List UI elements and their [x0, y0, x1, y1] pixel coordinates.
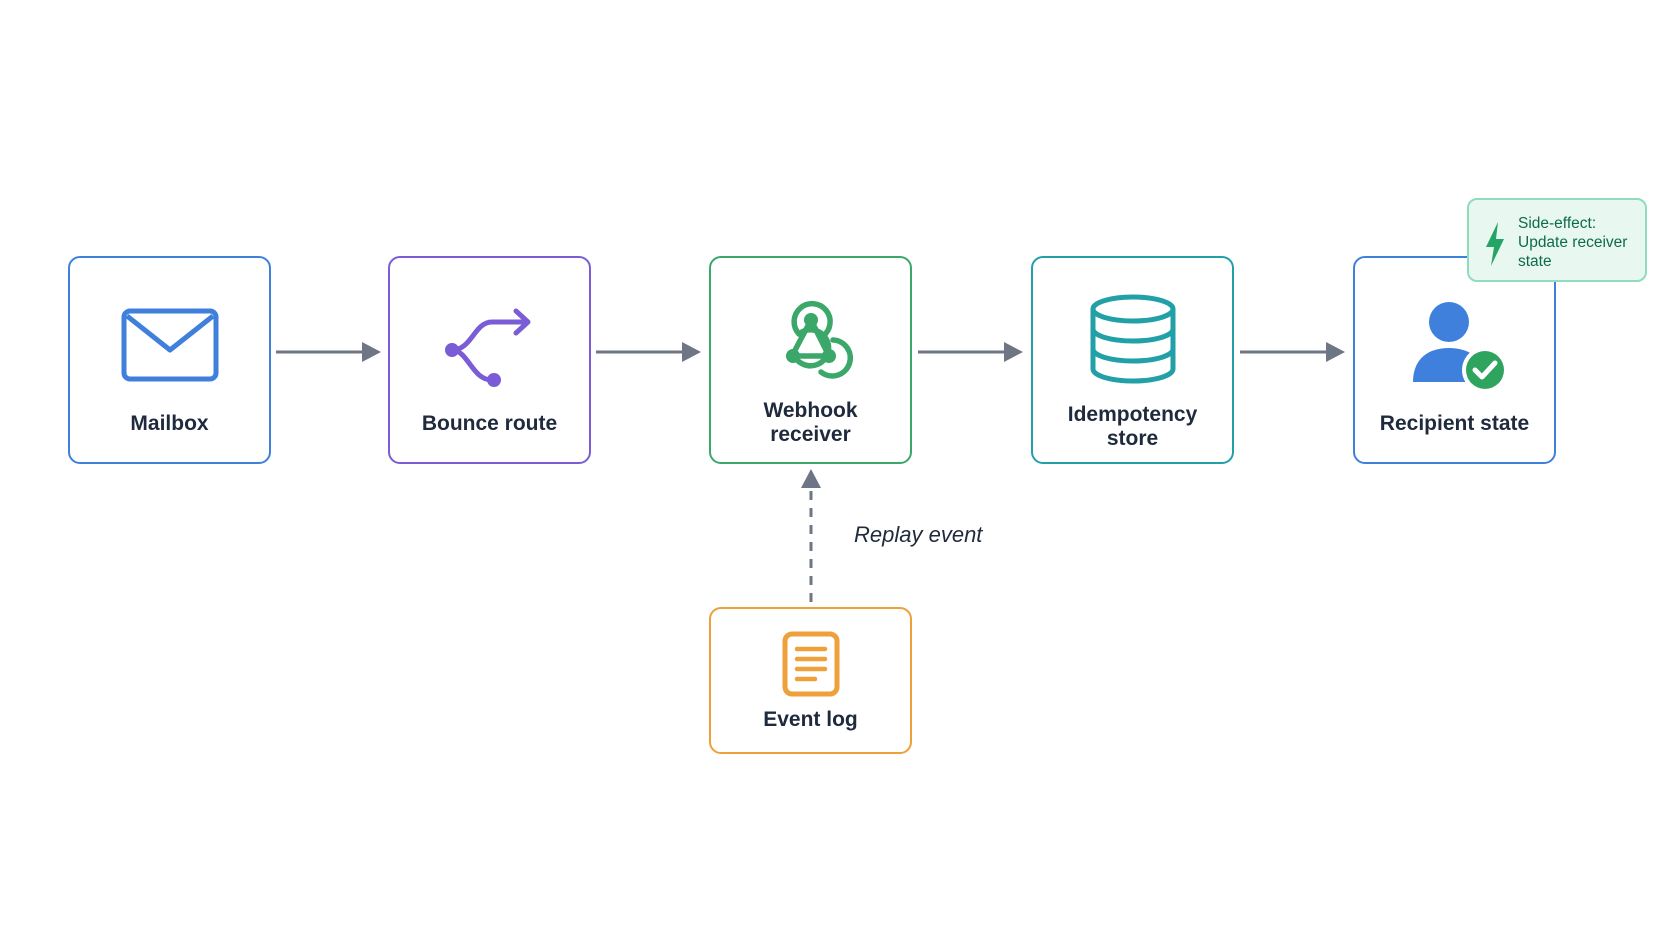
- arrow-bounce-to-webhook: [596, 342, 701, 362]
- node-label: Mailbox: [130, 412, 209, 435]
- arrow-replay-dashed: [801, 469, 821, 602]
- node-label: Idempotency store: [1067, 403, 1198, 450]
- replay-event-label: Replay event: [854, 522, 983, 547]
- arrow-store-to-recipient: [1240, 342, 1345, 362]
- database-icon: [1087, 293, 1179, 390]
- side-effect-callout: Side-effect: Update receiver state: [1467, 198, 1647, 282]
- node-label: Webhook receiver: [763, 399, 858, 446]
- arrow-mailbox-to-bounce: [276, 342, 381, 362]
- arrow-webhook-to-store: [918, 342, 1023, 362]
- node-webhook-receiver[interactable]: Webhook receiver: [709, 256, 912, 464]
- node-bounce-route[interactable]: Bounce route: [388, 256, 591, 464]
- callout-text: Side-effect: Update receiver state: [1518, 215, 1628, 270]
- node-event-log[interactable]: Event log: [709, 607, 912, 754]
- envelope-icon: [121, 308, 219, 387]
- lightning-icon: [1483, 220, 1507, 273]
- node-label: Event log: [763, 708, 858, 731]
- user-check-icon: [1409, 300, 1509, 401]
- node-label: Bounce route: [421, 412, 558, 435]
- node-mailbox[interactable]: Mailbox: [68, 256, 271, 464]
- node-label: Recipient state: [1379, 412, 1530, 435]
- branch-arrow-icon: [442, 306, 538, 397]
- document-icon: [781, 631, 841, 702]
- node-idempotency-store[interactable]: Idempotency store: [1031, 256, 1234, 464]
- webhook-icon: [763, 296, 859, 387]
- node-recipient-state[interactable]: Recipient state: [1353, 256, 1556, 464]
